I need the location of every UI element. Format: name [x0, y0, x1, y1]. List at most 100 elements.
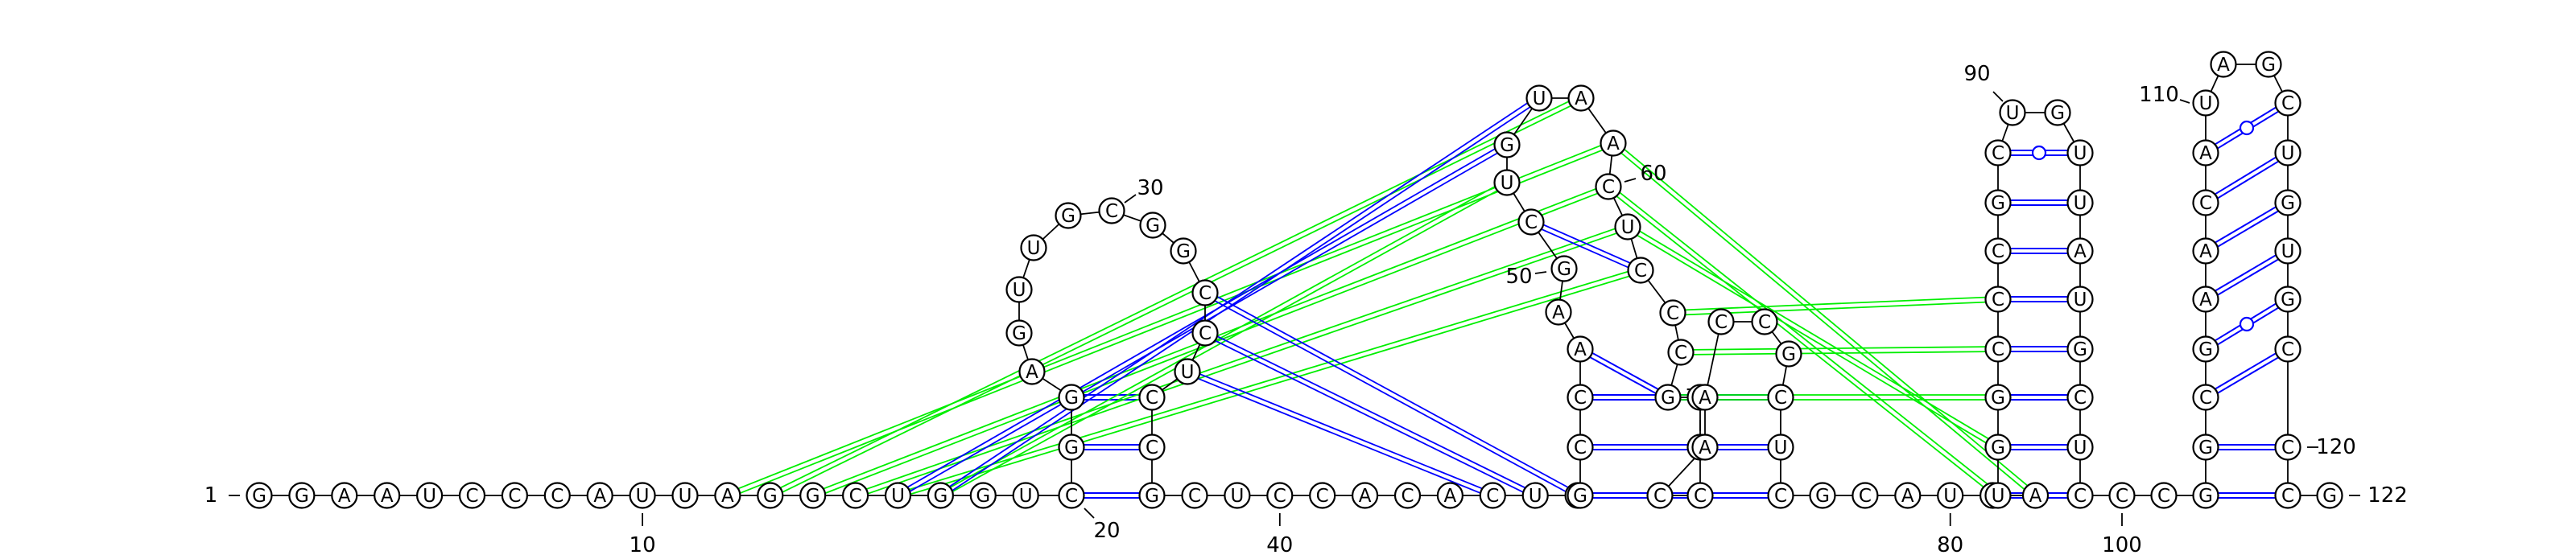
nucleotide: A [1351, 482, 1379, 509]
nucleotide-letter: U [1621, 217, 1635, 238]
nucleotide-letter: C [1105, 201, 1118, 222]
nucleotide: C [1984, 286, 2012, 313]
nucleotide: A [1018, 358, 1046, 385]
pseudoknot-pair-line [1206, 290, 1579, 495]
nucleotide: U [1937, 482, 1964, 509]
nucleotide: C [1646, 482, 1674, 509]
nucleotide-circle [757, 482, 784, 509]
nucleotide-circle [246, 482, 273, 509]
nucleotide-letter: C [1653, 486, 1666, 507]
nucleotide-circle [1191, 319, 1219, 347]
nucleotide: G [1493, 131, 1521, 158]
nucleotide: U [415, 482, 444, 509]
nucleotide-circle [1058, 434, 1085, 461]
nucleotide-letter: A [1444, 486, 1457, 507]
nucleotide: A [2210, 51, 2237, 78]
nucleotide: G [2192, 335, 2219, 363]
nucleotide-circle [2316, 482, 2343, 509]
nucleotide-letter: C [551, 486, 564, 507]
nucleotide-letter: A [1552, 302, 1565, 323]
nucleotide-letter: A [2029, 486, 2042, 507]
nucleotide: G [1139, 212, 1166, 239]
nucleotide-letter: C [2157, 486, 2170, 507]
base-pair-line [2203, 248, 2287, 298]
nucleotide: G [1058, 384, 1085, 411]
nucleotide-circle [841, 482, 869, 509]
base-pair-line [2207, 203, 2290, 254]
nucleotide: G [2274, 286, 2301, 313]
nucleotide: G [1809, 482, 1836, 509]
nucleotide-letter: C [2116, 486, 2128, 507]
nucleotide-letter: A [2217, 55, 2230, 76]
nucleotide-letter: G [2281, 290, 2295, 310]
nucleotide-circle [1266, 482, 1294, 509]
nucleotide: C [1984, 237, 2012, 265]
nucleotide-letter: C [1674, 343, 1687, 364]
pseudoknot-pair-line [898, 272, 1642, 499]
nucleotide-letter: C [2074, 388, 2087, 409]
position-label: 20 [1093, 519, 1120, 543]
nucleotide: C [1852, 482, 1879, 509]
nucleotide: G [1984, 384, 2012, 411]
nucleotide: C [2108, 482, 2136, 509]
nucleotide-letter: C [2281, 339, 2294, 360]
nucleotide-circle [2066, 384, 2094, 411]
nucleotide: C [1984, 139, 2012, 166]
nucleotide-letter: C [1574, 388, 1587, 409]
nucleotide: U [2274, 139, 2301, 166]
pseudoknot-pair-line [897, 267, 1641, 494]
nucleotide-letter: U [2074, 290, 2087, 310]
nucleotide-circle [288, 482, 316, 509]
nucleotide-letter: A [1607, 134, 1620, 154]
pseudoknot-pair-line [770, 99, 1583, 499]
nucleotide: U [1224, 482, 1251, 509]
nucleotide-letter: G [976, 486, 990, 507]
nucleotide-letter: C [2281, 438, 2294, 458]
nucleotide: A [1691, 384, 1719, 411]
nucleotide-letter: C [1774, 486, 1787, 507]
nucleotide: U [1005, 276, 1033, 303]
nucleotide: C [1138, 384, 1166, 411]
nucleotide: C [1595, 173, 1622, 200]
nucleotide: C [1479, 482, 1506, 509]
nucleotide-circle [2021, 482, 2050, 509]
nucleotide-circle [1984, 286, 2012, 313]
nucleotide-letter: C [2281, 486, 2294, 507]
nucleotide-circle [671, 482, 699, 509]
nucleotide-letter: G [1061, 206, 1075, 227]
nucleotide-letter: C [1401, 486, 1414, 507]
nucleotide: U [1493, 169, 1521, 196]
nucleotide-circle [1567, 84, 1595, 112]
base-pair-line [1580, 346, 1670, 397]
nucleotide-circle [1550, 255, 1578, 282]
nucleotide-letter: A [1359, 486, 1372, 507]
nucleotide-letter: C [849, 486, 862, 507]
nucleotide: A [2192, 237, 2219, 265]
nucleotide-circle [1999, 99, 2026, 126]
nucleotide-letter: C [1634, 261, 1647, 282]
nucleotide-letter: G [1991, 193, 2005, 214]
nucleotide-letter: G [1145, 486, 1159, 507]
nucleotide-letter: C [1992, 290, 2004, 310]
nucleotide-letter: C [1774, 388, 1787, 409]
nucleotide-circle [629, 482, 656, 509]
nucleotide-letter: G [1815, 486, 1830, 507]
nucleotide: A [2192, 286, 2219, 313]
nucleotide-circle [2274, 189, 2301, 216]
nucleotide: C [1767, 482, 1794, 509]
nucleotide-circle [2274, 286, 2301, 313]
nucleotide-circle [1691, 384, 1719, 411]
nucleotide-circle [2192, 286, 2219, 313]
nucleotide-circle [1170, 237, 1197, 265]
nucleotide-circle [1098, 197, 1125, 224]
nucleotide-circle [2108, 482, 2136, 509]
nucleotide: U [629, 482, 656, 509]
nucleotide-letter: G [2073, 339, 2087, 360]
nucleotide-letter: U [423, 486, 436, 507]
nucleotide: U [1521, 482, 1549, 509]
nucleotide-circle [2274, 482, 2301, 509]
nucleotide: C [2274, 482, 2301, 509]
pseudoknot-pair-line [896, 142, 1506, 495]
nucleotide-letter: A [381, 486, 394, 507]
nucleotide-letter: G [2322, 486, 2337, 507]
